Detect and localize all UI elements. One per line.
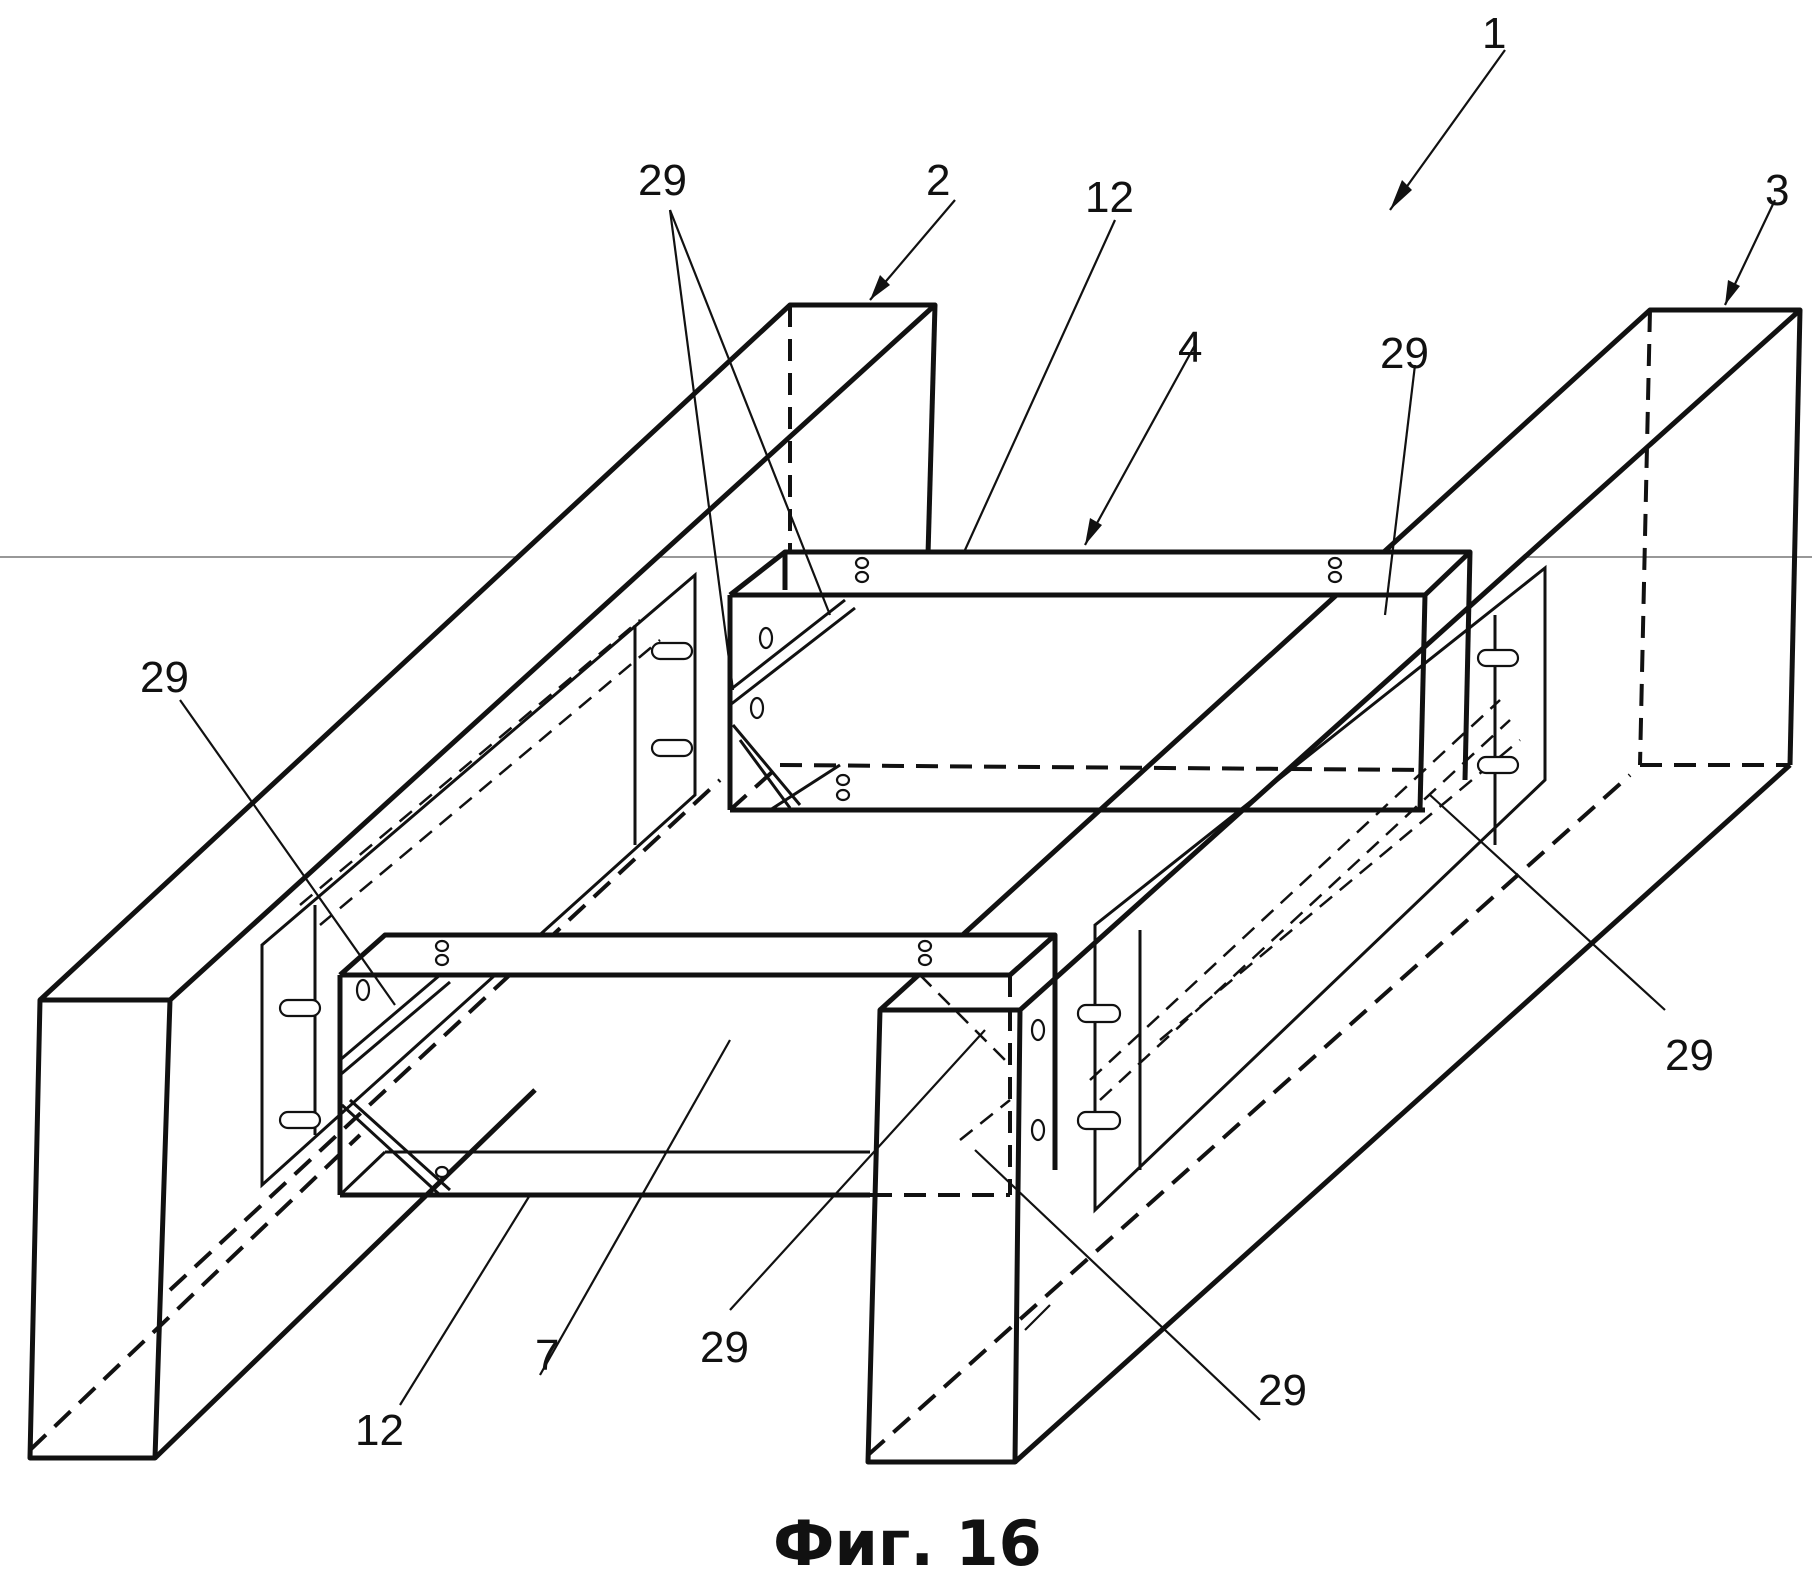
front-frame: [337, 932, 1058, 1198]
label-brace-left: 29: [140, 653, 189, 702]
label-brace-top-left: 29: [638, 156, 687, 205]
leader-lines: [179, 49, 1776, 1421]
label-brace-bottom-right: 29: [1258, 1366, 1307, 1415]
rear-frame: [727, 549, 1473, 813]
right-beam: [865, 307, 1803, 1465]
labels: 1 2 3 4 12 29 29 29 29 29 29 7 12 Фиг. 1…: [140, 9, 1789, 1580]
label-brace-top-right: 29: [1380, 329, 1429, 378]
label-assembly: 1: [1482, 9, 1506, 58]
label-bar-bottom: 12: [355, 1406, 404, 1455]
label-plate: 7: [535, 1331, 559, 1380]
label-frame: 4: [1178, 323, 1202, 372]
label-brace-right: 29: [1665, 1031, 1714, 1080]
label-brace-bottom-mid: 29: [700, 1323, 749, 1372]
label-beam-right: 3: [1765, 166, 1789, 215]
left-beam: [27, 302, 938, 1461]
figure-caption: Фиг. 16: [773, 1507, 1042, 1580]
label-bar-top: 12: [1085, 173, 1134, 222]
label-beam-left: 2: [926, 156, 950, 205]
